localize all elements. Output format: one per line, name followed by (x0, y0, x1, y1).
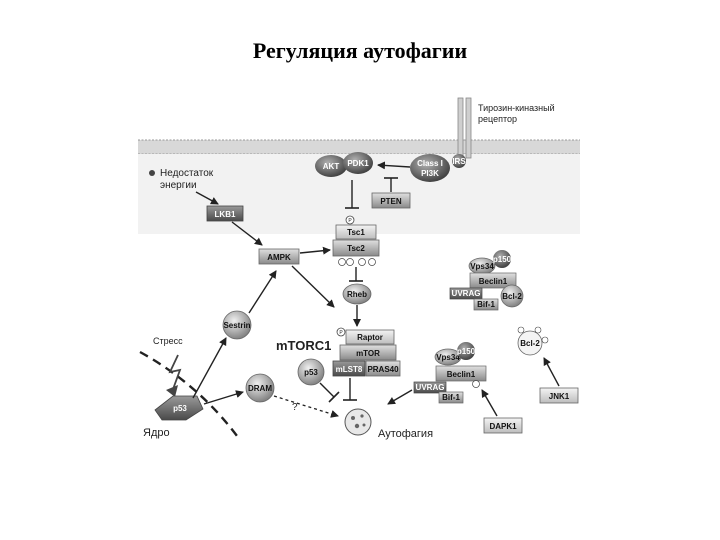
pras40-label: PRAS40 (367, 365, 399, 374)
stress-label: Стресс (153, 336, 183, 346)
p150-bottom-label: p150 (457, 347, 476, 356)
energy-label-line2: энергии (160, 180, 197, 191)
p53-nuclear-label: p53 (173, 404, 187, 413)
p53-cytoplasmic-label: p53 (304, 368, 318, 377)
bcl2-right-node: Bcl-2 (517, 326, 549, 356)
mlst8-node (332, 360, 366, 377)
nucleus-membrane (139, 350, 241, 441)
sestrin-label: Sestrin (223, 321, 250, 330)
vps34-bottom-label: Vps34 (436, 353, 460, 362)
irs-node (452, 154, 466, 168)
raptor-node (345, 329, 395, 345)
dram-node (245, 373, 275, 403)
jnk1-node (539, 387, 579, 404)
beclin1-bottom-label: Beclin1 (447, 370, 476, 379)
dapk1-label: DAPK1 (489, 422, 517, 431)
p150-top-label: p150 (493, 255, 512, 264)
lkb1-label: LKB1 (215, 210, 236, 219)
pten-label: PTEN (380, 197, 402, 206)
stress-bolt-icon (168, 354, 182, 393)
beclin1-top-label: Beclin1 (479, 277, 508, 286)
rheb-label: Rheb (347, 290, 367, 299)
uvrag-bottom-label: UVRAG (416, 383, 445, 392)
phospho-tsc-top: P (348, 218, 352, 224)
autophagosome-icon (344, 408, 372, 436)
p53-nuclear-node (154, 395, 204, 421)
lkb1-node (206, 205, 244, 222)
dapk1-node (483, 417, 523, 434)
akt-label: AKT (323, 162, 340, 171)
energy-bullet-icon (149, 170, 155, 176)
beclin1-complex-bottom: Vps34 p150 Beclin1 UVRAG Bif-1 (413, 342, 487, 404)
question-label: ? (292, 402, 298, 413)
phospho-raptor: P (339, 330, 343, 336)
autophagy-label: Аутофагия (378, 428, 433, 440)
nucleus-label: Ядро (143, 427, 170, 439)
irs-label: IRS (452, 157, 466, 166)
bcl2-top-label: Bcl-2 (502, 292, 522, 301)
rtk-label-line1: Тирозин-киназный (478, 103, 555, 113)
vps34-top-label: Vps34 (470, 262, 494, 271)
p53-cytoplasmic-node (297, 358, 325, 386)
uvrag-top-label: UVRAG (452, 289, 481, 298)
energy-label-line1: Недостаток (160, 168, 214, 179)
akt-node (315, 155, 347, 177)
pdk1-label: PDK1 (347, 159, 369, 168)
tsc2-node (332, 239, 380, 257)
pras40-node (365, 360, 401, 377)
bcl2-right-label: Bcl-2 (520, 339, 540, 348)
beclin1-complex-top: Vps34 p150 Beclin1 UVRAG Bif-1 Bcl-2 (449, 250, 524, 311)
dram-label: DRAM (248, 384, 272, 393)
rheb-node (342, 283, 372, 305)
tsc1-node (335, 224, 377, 240)
mtor-label: mTOR (356, 349, 380, 358)
tsc2-label: Tsc2 (347, 244, 365, 253)
bif1-top-label: Bif-1 (477, 300, 495, 309)
pdk1-node (343, 152, 373, 174)
rtk-label-line2: рецептор (478, 114, 517, 124)
tsc1-label: Tsc1 (347, 228, 365, 237)
autophagosome-contents-icon (351, 414, 366, 429)
page-title: Регуляция аутофагии (252, 38, 468, 63)
ampk-node (258, 248, 300, 265)
tsc2-phospho-sites (338, 258, 376, 266)
pi3k-node (410, 154, 450, 182)
bif1-bottom-label: Bif-1 (442, 393, 460, 402)
mtor-node (339, 344, 397, 361)
mlst8-label: mLST8 (336, 365, 363, 374)
raptor-label: Raptor (357, 333, 383, 342)
pten-node (371, 192, 411, 209)
pi3k-label-line1: Class I (417, 159, 443, 168)
mtorc1-label: mTORC1 (276, 338, 331, 353)
ampk-label: AMPK (267, 253, 291, 262)
sestrin-node (222, 310, 252, 340)
pi3k-label-line2: PI3K (421, 169, 439, 178)
jnk1-label: JNK1 (549, 392, 570, 401)
